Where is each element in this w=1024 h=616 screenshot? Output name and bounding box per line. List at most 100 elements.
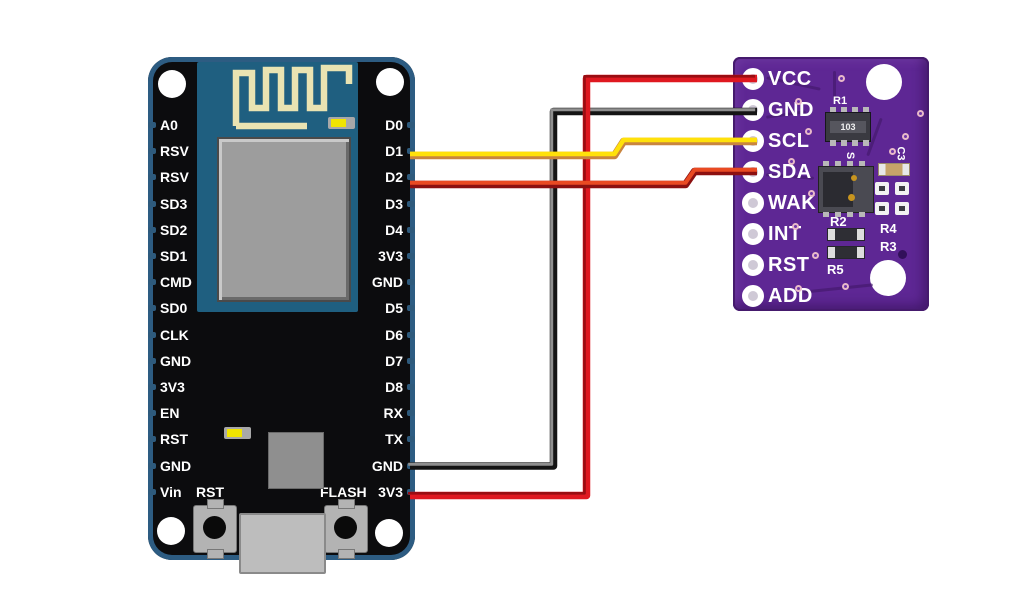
- pin-stub: [148, 462, 156, 469]
- mcu-pin-label-left-3v3: 3V3: [160, 379, 185, 395]
- solder-pad: [875, 202, 889, 215]
- sensor-pin-hole-wak: [742, 192, 764, 214]
- mcu-pin-label-right-gnd: GND: [371, 457, 403, 474]
- pin-stub: [148, 226, 156, 233]
- mcu-pin-label-left-rst: RST: [160, 431, 188, 448]
- silkscreen-r5: R5: [827, 262, 844, 277]
- mcu-pin-label-right-d7: D7: [385, 352, 403, 369]
- gold-dot: [848, 194, 855, 201]
- pin-stub: [148, 279, 156, 286]
- sensor-pin-label-rst: RST: [768, 254, 810, 276]
- pin-stub: [148, 253, 156, 259]
- pin-stub: [407, 305, 415, 312]
- mcu-pin-label-right-d0: D0: [385, 117, 403, 133]
- mcu-pin-label-left-rsv: RSV: [160, 143, 189, 160]
- wire-gnd: [408, 107, 757, 470]
- via: [795, 285, 802, 292]
- chip-pin: [823, 161, 829, 166]
- mcu-pin-label-right-rx: RX: [383, 405, 403, 422]
- led-core: [227, 429, 242, 437]
- resistor-network-value: 103: [830, 121, 866, 133]
- flash-button-tab: [338, 549, 355, 559]
- status-led-icon: [224, 427, 251, 439]
- sensor-pin-hole-int: [742, 223, 764, 245]
- resistor: [827, 246, 865, 259]
- pad-core: [879, 186, 885, 191]
- pad-core: [899, 186, 905, 191]
- mcu-pin-label-right-tx: TX: [385, 431, 403, 448]
- mcu-pin-label-left-sd1: SD1: [160, 248, 188, 264]
- chip-pin: [841, 140, 847, 146]
- sensor-pin-hole-rst: [742, 254, 764, 276]
- pin-stub: [148, 357, 156, 364]
- gold-dot: [851, 175, 857, 181]
- via: [788, 158, 795, 165]
- capacitor: [878, 163, 910, 176]
- pin-stub: [148, 384, 156, 390]
- via: [902, 133, 909, 140]
- pin-stub: [407, 174, 415, 181]
- rst-button-tab: [207, 499, 224, 509]
- silkscreen-r3: R3: [880, 239, 897, 254]
- mcu-pin-label-right-3v3: 3V3: [378, 483, 403, 500]
- via: [795, 98, 802, 105]
- pin-stub: [407, 253, 415, 259]
- pin-stub: [148, 410, 156, 417]
- sensor-pin-hole-gnd: [742, 99, 764, 121]
- via: [792, 223, 799, 230]
- solder-pad: [875, 182, 889, 195]
- usb-uart-chip: [268, 432, 324, 489]
- mcu-pin-label-right-d4: D4: [385, 221, 403, 238]
- sensor-board: R1 103 S C3: [733, 57, 929, 311]
- pin-stub: [407, 384, 415, 390]
- pad-core: [879, 206, 885, 211]
- chip-pin: [830, 140, 836, 146]
- pcb-antenna-icon: [232, 64, 353, 130]
- rst-button-label: RST: [196, 484, 224, 500]
- rf-shield: [217, 137, 351, 302]
- pin-stub: [407, 279, 415, 286]
- via: [838, 75, 845, 82]
- chip-pin: [847, 212, 853, 217]
- mcu-pin-label-right-d5: D5: [385, 300, 403, 317]
- mcu-pin-label-right-d2: D2: [385, 169, 403, 186]
- chip-pin: [863, 140, 869, 146]
- usb-connector: [239, 513, 326, 574]
- via: [812, 252, 819, 259]
- sensor-pin-label-int: INT: [768, 223, 802, 245]
- flash-button-tab: [338, 499, 355, 509]
- pin-stub: [148, 305, 156, 312]
- sensor-pin-hole-sda: [742, 161, 764, 183]
- via: [898, 250, 907, 259]
- silkscreen-r4: R4: [880, 221, 897, 236]
- chip-pin: [852, 140, 858, 146]
- flash-button-label: FLASH: [320, 484, 367, 500]
- wire-scl: [410, 137, 757, 160]
- chip-pin: [852, 107, 858, 113]
- pin-stub: [407, 462, 415, 469]
- silkscreen-r2: R2: [830, 214, 847, 229]
- mcu-pin-label-left-sd3: SD3: [160, 195, 188, 212]
- chip-die: [823, 172, 853, 207]
- mounting-hole: [158, 70, 186, 98]
- mcu-pin-label-left-rsv: RSV: [160, 169, 189, 186]
- mcu-pin-label-left-gnd: GND: [160, 457, 192, 474]
- mcu-pin-label-left-vin: Vin: [160, 483, 182, 500]
- pin-stub: [407, 410, 415, 417]
- pin-stub: [148, 331, 156, 338]
- via: [889, 148, 896, 155]
- sensor-pin-label-sda: SDA: [768, 161, 812, 183]
- sensor-pin-hole-add: [742, 285, 764, 307]
- chip-pin: [847, 161, 853, 166]
- ccs811-chip: [818, 166, 874, 213]
- chip-pin: [859, 161, 865, 166]
- pin-stub: [148, 148, 156, 155]
- mcu-pin-label-right-d8: D8: [385, 379, 403, 395]
- mcu-pin-label-right-d1: D1: [385, 143, 403, 160]
- mounting-hole: [157, 517, 185, 545]
- sensor-pin-hole-vcc: [742, 68, 764, 90]
- sensor-pin-hole-scl: [742, 130, 764, 152]
- pin-stub: [148, 122, 156, 128]
